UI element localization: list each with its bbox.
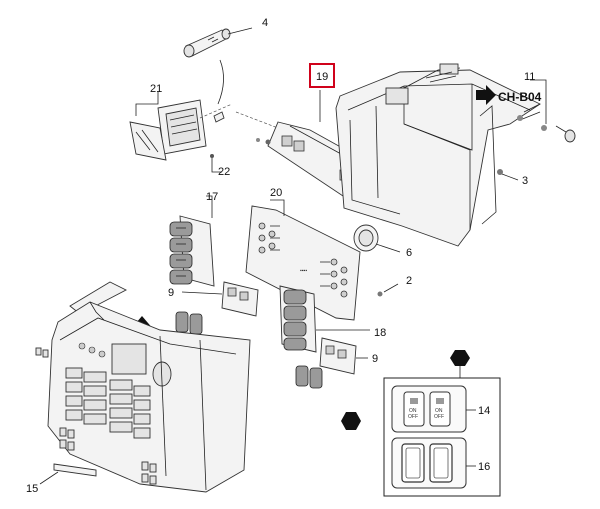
part-9-small-board-upper <box>181 281 259 317</box>
callout-21: 21 <box>150 83 162 95</box>
svg-text:ON: ON <box>409 408 417 414</box>
callout-6: 6 <box>406 247 412 259</box>
switch-panel-14: ON OFF ON OFF <box>391 385 467 433</box>
part-6-knob <box>353 224 401 253</box>
part-15-dashboard-housing <box>35 281 251 493</box>
arrow-ch-b04: CH-B04 <box>476 85 542 105</box>
callout-3: 3 <box>522 175 528 187</box>
callout-20: 20 <box>270 187 282 199</box>
svg-text:ON: ON <box>435 408 443 414</box>
part-18-rocker-switches <box>279 285 370 353</box>
callout-4: 4 <box>262 17 268 29</box>
part-21-display <box>129 92 233 161</box>
screw-3 <box>497 169 503 175</box>
callout-18: 18 <box>374 327 386 339</box>
callout-14: 14 <box>478 405 490 417</box>
callout-15: 15 <box>26 483 38 495</box>
detail-box: ON OFF ON OFF 14 16 <box>383 377 501 497</box>
part-9-small-board-lower <box>319 337 368 375</box>
callout-2: 2 <box>406 275 412 287</box>
part-11-bracket <box>335 63 576 247</box>
hexagon-marker-lower <box>341 412 361 430</box>
arrow-label-ch-b04: CH-B04 <box>498 90 542 104</box>
part-17-rocker-switches <box>169 195 215 287</box>
highlight-box-19 <box>309 63 335 88</box>
callout-22: 22 <box>218 166 230 178</box>
callout-9-lower: 9 <box>372 353 378 365</box>
hexagon-marker-detail <box>450 350 470 366</box>
callout-19: 19 <box>316 71 328 83</box>
svg-text:OFF: OFF <box>434 414 444 420</box>
screw-2 <box>377 291 383 297</box>
callout-16: 16 <box>478 461 490 473</box>
svg-text:▪▪▪▪: ▪▪▪▪ <box>300 268 307 274</box>
callout-17: 17 <box>206 191 218 203</box>
switch-panel-16 <box>391 437 467 489</box>
part-4-pin <box>183 27 253 105</box>
rocker-pair-left <box>175 311 203 335</box>
svg-text:OFF: OFF <box>408 414 418 420</box>
screw-22 <box>210 154 214 158</box>
part-20-switch-board: ▪▪▪▪ <box>245 199 361 321</box>
rocker-pair-right <box>295 365 323 389</box>
callout-11: 11 <box>524 71 535 83</box>
callout-9-upper: 9 <box>168 287 174 299</box>
